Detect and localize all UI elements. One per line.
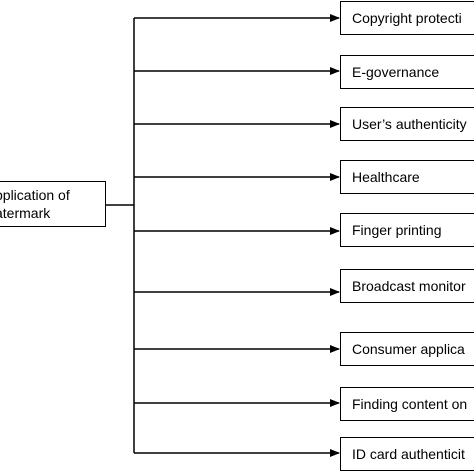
root-node-box: pplication of atermark [0,181,106,227]
application-node-label: Broadcast monitor [352,278,466,294]
application-node-label: User’s authenticity [352,116,467,132]
root-label-line1: pplication of [0,187,70,203]
application-node-label: ID card authenticit [352,446,465,462]
application-node-label: Healthcare [352,169,420,185]
application-node-label: E-governance [352,64,440,80]
application-node-label: Consumer applica [352,341,465,357]
root-label-line2: atermark [0,205,51,221]
application-node-box: Consumer applica [340,332,474,366]
application-node-box: Healthcare [340,160,474,194]
application-node-box: User’s authenticity [340,107,474,141]
application-node-box: Copyright protecti [340,1,474,35]
application-node-box: Finger printing [340,213,474,247]
application-node-box: Finding content on [340,387,474,421]
application-node-label: Copyright protecti [352,10,462,26]
application-node-label: Finding content on [352,396,468,412]
application-node-label: Finger printing [352,222,442,238]
application-node-box: E-governance [340,55,474,89]
application-node-box: Broadcast monitor [340,269,474,303]
application-node-box: ID card authenticit [340,437,474,471]
